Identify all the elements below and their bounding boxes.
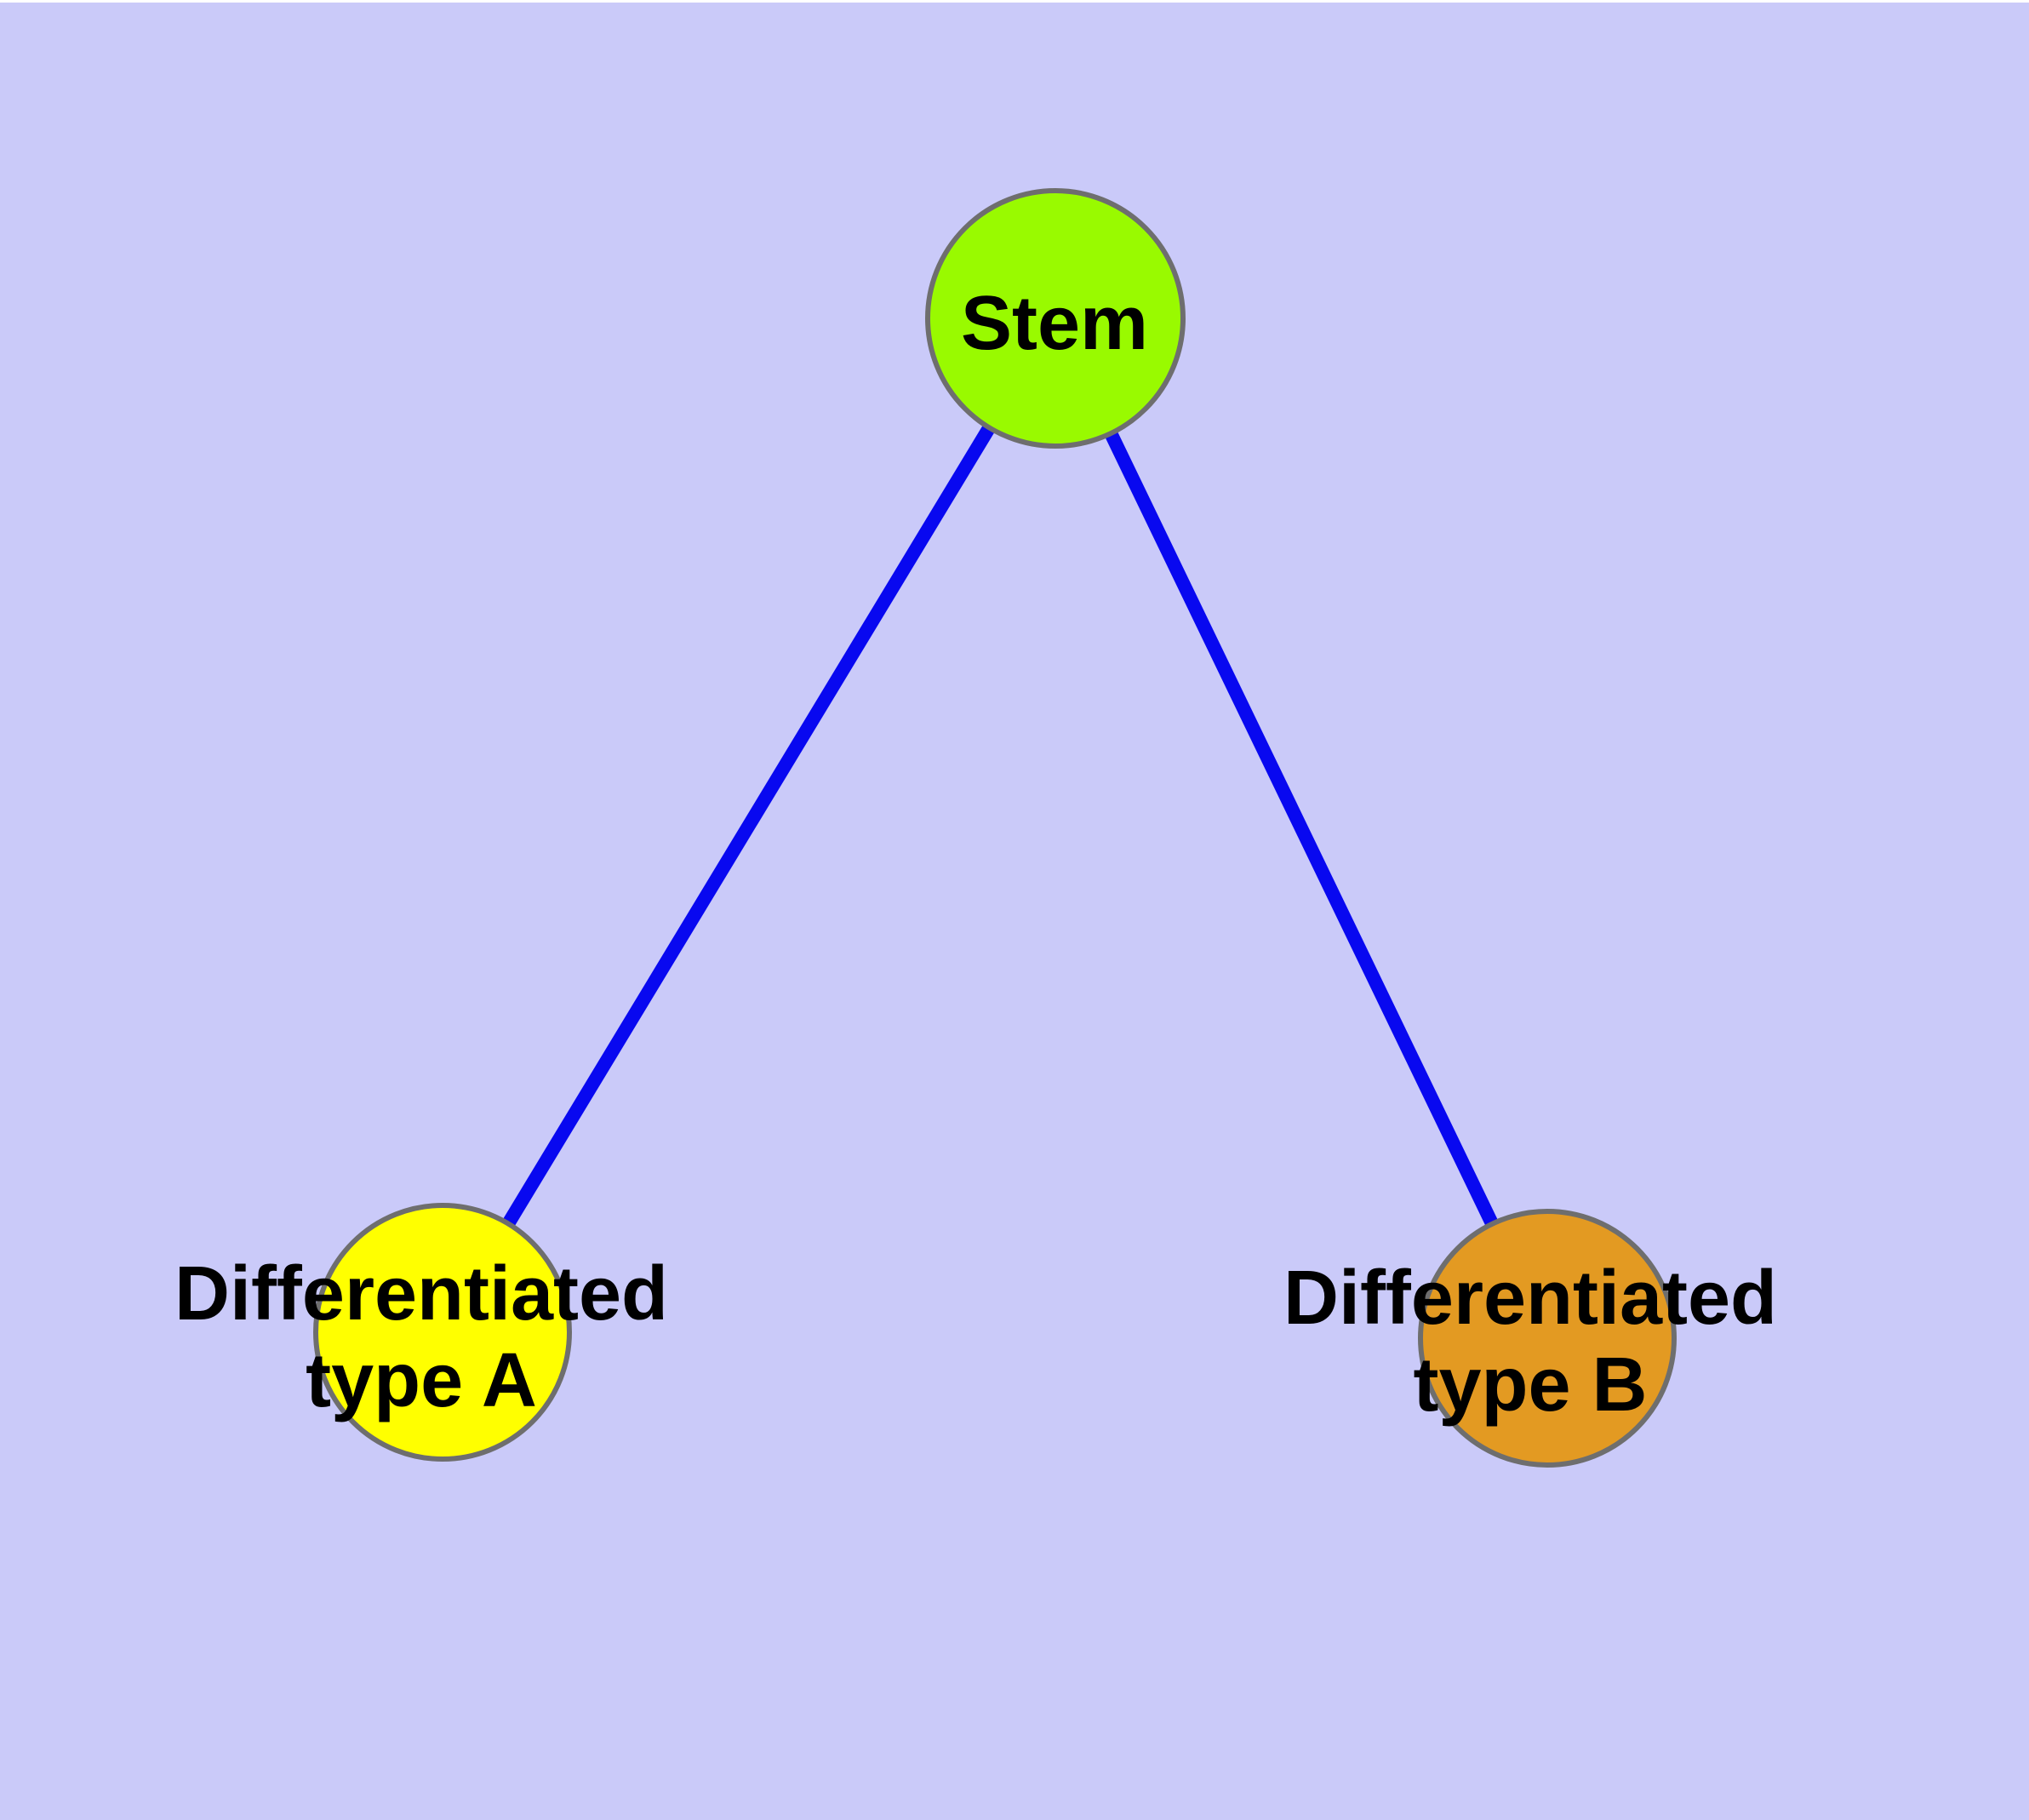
node-type-b-label-line-1: Differentiated bbox=[1283, 1256, 1777, 1341]
node-stem-label: Stem bbox=[961, 281, 1148, 366]
edge-stem-to-type-a bbox=[437, 314, 1061, 1336]
node-differentiated-type-b bbox=[1418, 1209, 1677, 1468]
node-stem bbox=[925, 188, 1186, 449]
top-margin-strip bbox=[0, 0, 2029, 3]
node-differentiated-type-a bbox=[313, 1203, 572, 1462]
node-type-a-label-line-2: type A bbox=[306, 1338, 537, 1423]
edge-stem-to-type-b bbox=[1049, 315, 1554, 1342]
node-type-a-label-line-1: Differentiated bbox=[174, 1251, 668, 1336]
node-type-b-label-line-2: type B bbox=[1413, 1342, 1647, 1428]
